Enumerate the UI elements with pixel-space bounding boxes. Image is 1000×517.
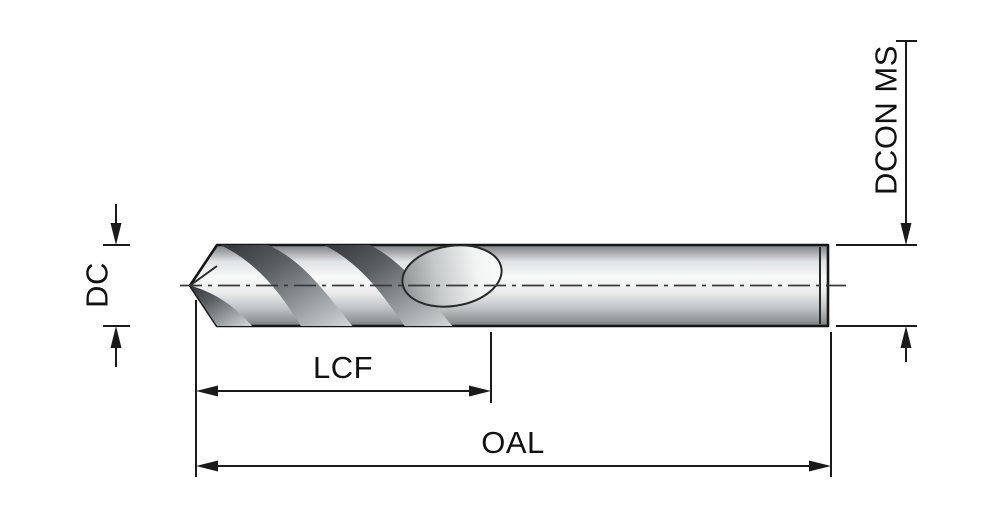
oal-dimension: OAL <box>195 300 832 477</box>
dcon-dimension: DCON MS <box>836 40 917 362</box>
dc-dimension: DC <box>80 204 130 367</box>
dcon-arrow-up-icon <box>900 326 912 348</box>
dc-arrow-down-icon <box>110 223 122 245</box>
drill-flute-runout <box>401 245 503 308</box>
oal-arrow-right-icon <box>809 460 831 472</box>
dcon-label: DCON MS <box>869 45 904 195</box>
drill-bit <box>188 243 830 328</box>
oal-label: OAL <box>481 425 545 460</box>
lcf-label: LCF <box>313 350 373 385</box>
drill-point-shading <box>190 285 252 326</box>
lcf-arrow-right-icon <box>469 385 491 397</box>
lcf-dimension: LCF <box>196 332 492 403</box>
drill-point-facet-line <box>189 265 218 287</box>
dc-arrow-up-icon <box>110 326 122 348</box>
lcf-arrow-left-icon <box>196 385 218 397</box>
oal-arrow-left-icon <box>196 460 218 472</box>
dcon-arrow-down-icon <box>900 223 912 245</box>
dc-label: DC <box>80 262 115 308</box>
